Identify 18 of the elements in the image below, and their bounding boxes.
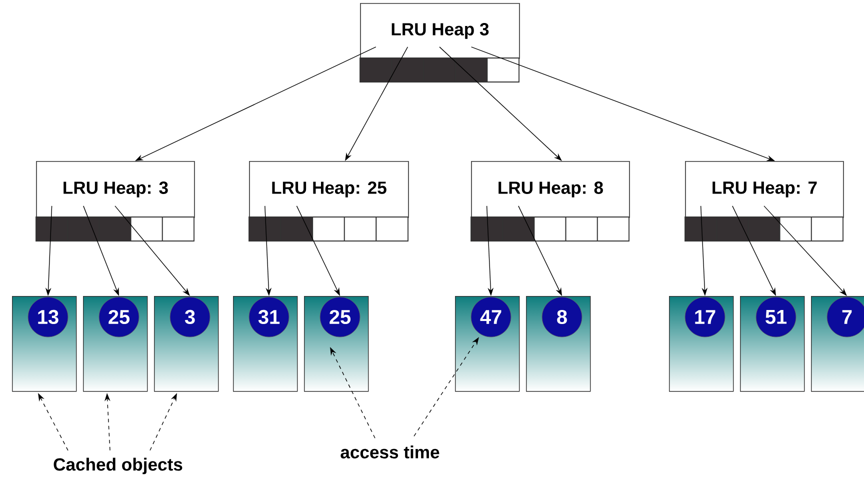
- heap-box: LRU Heap: 7: [684, 161, 844, 242]
- cached-object-card: 51: [740, 296, 805, 392]
- cached-object-card: 47: [455, 296, 520, 392]
- arrow: [439, 46, 562, 161]
- cached-object-card: 25: [304, 296, 369, 392]
- heap-box: LRU Heap: 25: [248, 161, 409, 242]
- heap-box: LRU Heap: 3: [36, 161, 195, 242]
- cached-object-card: 8: [526, 296, 591, 392]
- cached-object-card: 13: [12, 296, 77, 392]
- annotation-text: Cached objects: [54, 458, 182, 474]
- cached-object-card: 17: [669, 296, 734, 392]
- heap-box: LRU Heap: 8: [470, 161, 630, 242]
- annotation-text: access time: [340, 446, 440, 458]
- cached-object-card: 7: [811, 296, 864, 392]
- cached-object-card: 31: [233, 296, 298, 392]
- cached-object-card: 3: [154, 296, 219, 392]
- cached-object-card: 25: [83, 296, 148, 392]
- heap-box: LRU Heap 3: [360, 3, 520, 82]
